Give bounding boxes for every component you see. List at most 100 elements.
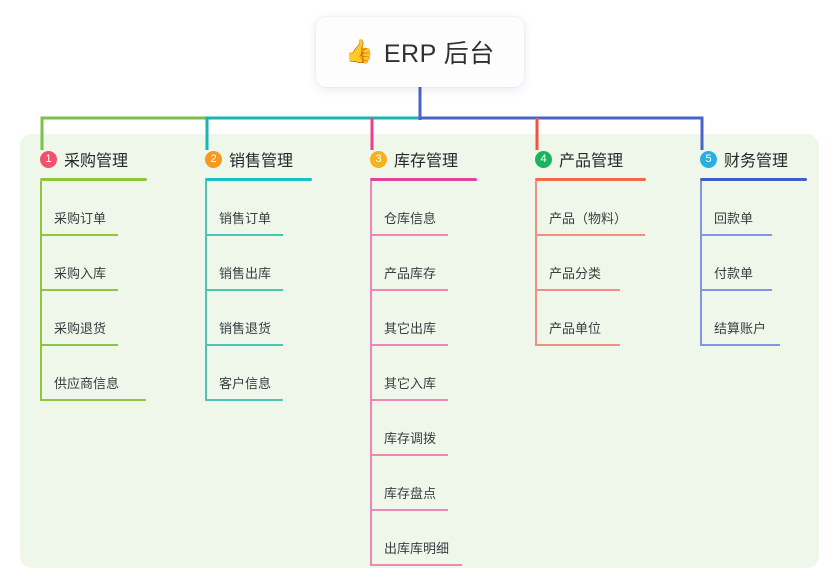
- leaf-item-label: 其它入库: [384, 376, 437, 391]
- leaf-item-label: 产品库存: [384, 266, 437, 281]
- root-title: ERP 后台: [383, 40, 495, 68]
- column-items-2: 销售订单销售出库销售退货客户信息: [205, 181, 312, 401]
- column-header-4[interactable]: 4 产品管理: [535, 146, 646, 172]
- leaf-item-label: 仓库信息: [384, 211, 437, 226]
- column-spine-4: [535, 181, 537, 346]
- leaf-item-label: 客户信息: [219, 376, 272, 391]
- column-badge-3: 3: [370, 150, 387, 168]
- leaf-item[interactable]: 供应商信息: [40, 346, 147, 401]
- leaf-item[interactable]: 销售出库: [205, 236, 312, 291]
- thumbs-up-icon: 👍: [345, 38, 374, 65]
- leaf-item-label: 采购订单: [54, 211, 107, 226]
- leaf-item-label: 库存盘点: [384, 486, 437, 501]
- column-badge-2: 2: [205, 150, 222, 168]
- column-header-3[interactable]: 3 库存管理: [370, 146, 477, 172]
- leaf-item[interactable]: 采购退货: [40, 291, 147, 346]
- leaf-item[interactable]: 库存调拨: [370, 401, 477, 456]
- leaf-item[interactable]: 产品单位: [535, 291, 646, 346]
- leaf-item[interactable]: 结算账户: [700, 291, 807, 346]
- column-title-4: 产品管理: [559, 153, 624, 170]
- column-spine-3: [370, 181, 372, 566]
- leaf-item[interactable]: 仓库信息: [370, 181, 477, 236]
- column-2: 2 销售管理销售订单销售出库销售退货客户信息: [205, 146, 312, 401]
- column-header-2[interactable]: 2 销售管理: [205, 146, 312, 172]
- leaf-item[interactable]: 产品分类: [535, 236, 646, 291]
- column-rule-4: [535, 178, 646, 181]
- root-node[interactable]: 👍 ERP 后台: [316, 17, 524, 87]
- leaf-item-rule: [205, 289, 283, 291]
- column-spine-1: [40, 181, 42, 401]
- leaf-item[interactable]: 采购入库: [40, 236, 147, 291]
- leaf-item[interactable]: 付款单: [700, 236, 807, 291]
- leaf-item[interactable]: 库存盘点: [370, 456, 477, 511]
- leaf-item[interactable]: 销售订单: [205, 181, 312, 236]
- leaf-item-label: 采购退货: [54, 321, 107, 336]
- column-items-1: 采购订单采购入库采购退货供应商信息: [40, 181, 147, 401]
- leaf-item-label: 出库库明细: [384, 541, 450, 556]
- leaf-item-rule: [370, 344, 448, 346]
- column-rule-2: [205, 178, 312, 181]
- leaf-item-label: 库存调拨: [384, 431, 437, 446]
- leaf-item-rule: [700, 289, 772, 291]
- column-rule-1: [40, 178, 147, 181]
- leaf-item[interactable]: 客户信息: [205, 346, 312, 401]
- column-spine-2: [205, 181, 207, 401]
- leaf-item[interactable]: 产品（物料）: [535, 181, 646, 236]
- leaf-item-label: 销售订单: [219, 211, 272, 226]
- column-badge-1: 1: [40, 150, 57, 168]
- column-3: 3 库存管理仓库信息产品库存其它出库其它入库库存调拨库存盘点出库库明细: [370, 146, 477, 566]
- leaf-item-label: 产品单位: [549, 321, 602, 336]
- leaf-item-rule: [205, 344, 283, 346]
- column-rule-5: [700, 178, 807, 181]
- leaf-item[interactable]: 其它出库: [370, 291, 477, 346]
- leaf-item-label: 产品（物料）: [549, 211, 628, 226]
- column-spine-5: [700, 181, 702, 346]
- column-title-3: 库存管理: [394, 153, 459, 170]
- leaf-item[interactable]: 销售退货: [205, 291, 312, 346]
- leaf-item[interactable]: 回款单: [700, 181, 807, 236]
- leaf-item-label: 其它出库: [384, 321, 437, 336]
- column-items-3: 仓库信息产品库存其它出库其它入库库存调拨库存盘点出库库明细: [370, 181, 477, 566]
- leaf-item-rule: [535, 234, 645, 236]
- leaf-item-rule: [370, 234, 448, 236]
- leaf-item-rule: [370, 509, 448, 511]
- leaf-item-rule: [40, 344, 118, 346]
- column-badge-4: 4: [535, 150, 552, 168]
- column-items-5: 回款单付款单结算账户: [700, 181, 807, 346]
- leaf-item-rule: [40, 234, 118, 236]
- leaf-item-rule: [205, 234, 283, 236]
- content-panel: [20, 134, 819, 568]
- leaf-item-label: 产品分类: [549, 266, 602, 281]
- leaf-item-label: 采购入库: [54, 266, 107, 281]
- root-node-content: 👍 ERP 后台: [345, 34, 495, 70]
- leaf-item-label: 销售退货: [219, 321, 272, 336]
- column-4: 4 产品管理产品（物料） 产品分类产品单位: [535, 146, 646, 346]
- column-header-1[interactable]: 1 采购管理: [40, 146, 147, 172]
- leaf-item[interactable]: 采购订单: [40, 181, 147, 236]
- leaf-item[interactable]: 其它入库: [370, 346, 477, 401]
- column-1: 1 采购管理采购订单采购入库采购退货供应商信息: [40, 146, 147, 401]
- leaf-item-label: 回款单: [714, 211, 754, 226]
- leaf-item-rule: [40, 399, 146, 401]
- column-title-1: 采购管理: [64, 153, 129, 170]
- column-badge-5: 5: [700, 150, 717, 168]
- leaf-item-rule: [700, 344, 780, 346]
- leaf-item-label: 供应商信息: [54, 376, 120, 391]
- leaf-item-rule: [535, 289, 620, 291]
- leaf-item-rule: [370, 289, 448, 291]
- leaf-item-rule: [535, 344, 620, 346]
- leaf-item-label: 销售出库: [219, 266, 272, 281]
- leaf-item-rule: [370, 564, 462, 566]
- leaf-item[interactable]: 出库库明细: [370, 511, 477, 566]
- leaf-item-label: 付款单: [714, 266, 754, 281]
- leaf-item-rule: [700, 234, 772, 236]
- leaf-item-rule: [205, 399, 283, 401]
- column-title-2: 销售管理: [229, 153, 294, 170]
- column-items-4: 产品（物料） 产品分类产品单位: [535, 181, 646, 346]
- leaf-item-label: 结算账户: [714, 321, 767, 336]
- leaf-item-rule: [370, 454, 448, 456]
- leaf-item[interactable]: 产品库存: [370, 236, 477, 291]
